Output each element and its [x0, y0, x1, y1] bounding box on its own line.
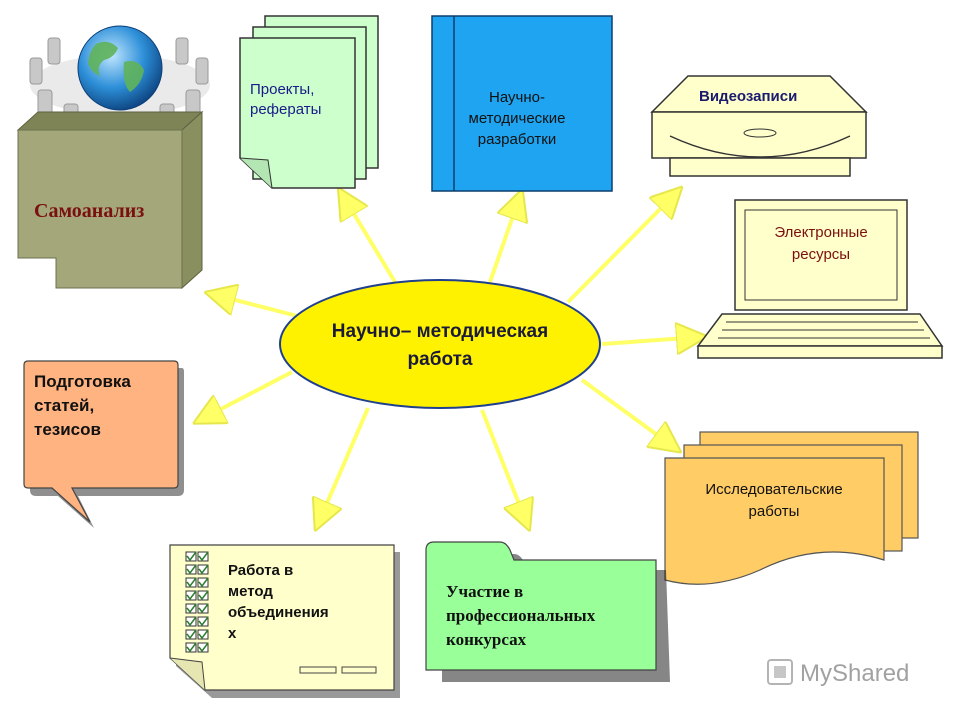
- association-label-line3: объединения: [228, 604, 329, 621]
- articles-speech-bubble: [23, 360, 184, 528]
- articles-label-line2: статей,: [34, 396, 95, 415]
- research-documents: [664, 431, 919, 585]
- association-label-line2: метод: [228, 583, 273, 600]
- center-label: Научно– методическая работа: [290, 318, 590, 374]
- arrow-to-projects: [342, 194, 397, 284]
- contests-label-line2: профессиональных: [446, 606, 596, 625]
- projects-label-line2: рефераты: [250, 101, 322, 118]
- research-label-line1: Исследовательские: [705, 481, 843, 498]
- articles-label-line3: тезисов: [34, 420, 101, 439]
- contests-label: Участие в профессиональных конкурсах: [446, 580, 595, 652]
- association-label: Работа в метод объединения х: [228, 560, 329, 644]
- research-label: Исследовательские работы: [666, 479, 882, 523]
- center-label-line2: работа: [407, 349, 473, 370]
- contests-label-line1: Участие в: [446, 582, 524, 601]
- methodical-label-line2: методические: [468, 110, 566, 127]
- arrow-to-research: [580, 378, 675, 448]
- electronic-label-line1: Электронные: [774, 224, 868, 241]
- methodical-label: Научно- методические разработки: [446, 87, 588, 150]
- globe-meeting-icon: [29, 25, 210, 127]
- self-analysis-label: Самоанализ: [34, 200, 145, 222]
- arrow-to-videos: [566, 192, 677, 304]
- center-label-line1: Научно– методическая: [331, 321, 549, 342]
- projects-label: Проекты, рефераты: [250, 80, 321, 120]
- arrow-to-self-analysis: [212, 294, 306, 320]
- contests-label-line3: конкурсах: [446, 630, 527, 649]
- electronic-label: Электронные ресурсы: [745, 222, 897, 266]
- contests-folder: [425, 541, 670, 682]
- association-label-line4: х: [228, 625, 237, 642]
- projects-documents: [239, 15, 379, 189]
- arrow-to-electronic: [601, 337, 700, 344]
- methodical-label-line3: разработки: [477, 131, 557, 148]
- methodical-label-line1: Научно-: [489, 89, 545, 106]
- videos-label: Видеозаписи: [699, 88, 798, 105]
- research-label-line2: работы: [748, 503, 800, 520]
- projects-label-line1: Проекты,: [250, 81, 315, 98]
- arrow-to-articles: [200, 370, 293, 420]
- articles-label: Подготовка статей, тезисов: [34, 370, 131, 442]
- center-ellipse: [279, 279, 601, 409]
- video-drive-icon: [650, 75, 868, 177]
- methodical-book: [431, 15, 613, 192]
- myshared-logo-icon: [767, 659, 793, 685]
- watermark-text: MyShared: [800, 660, 910, 687]
- electronic-label-line2: ресурсы: [791, 246, 851, 263]
- arrow-to-contests: [480, 409, 527, 524]
- articles-label-line1: Подготовка: [34, 372, 131, 391]
- arrow-to-methodical: [488, 196, 520, 283]
- association-label-line1: Работа в: [228, 562, 294, 579]
- self-analysis-box: [16, 110, 204, 290]
- arrow-to-association: [318, 407, 370, 524]
- association-checklist: [169, 544, 400, 698]
- connector-arrows: [200, 192, 700, 524]
- laptop-icon: [696, 199, 944, 359]
